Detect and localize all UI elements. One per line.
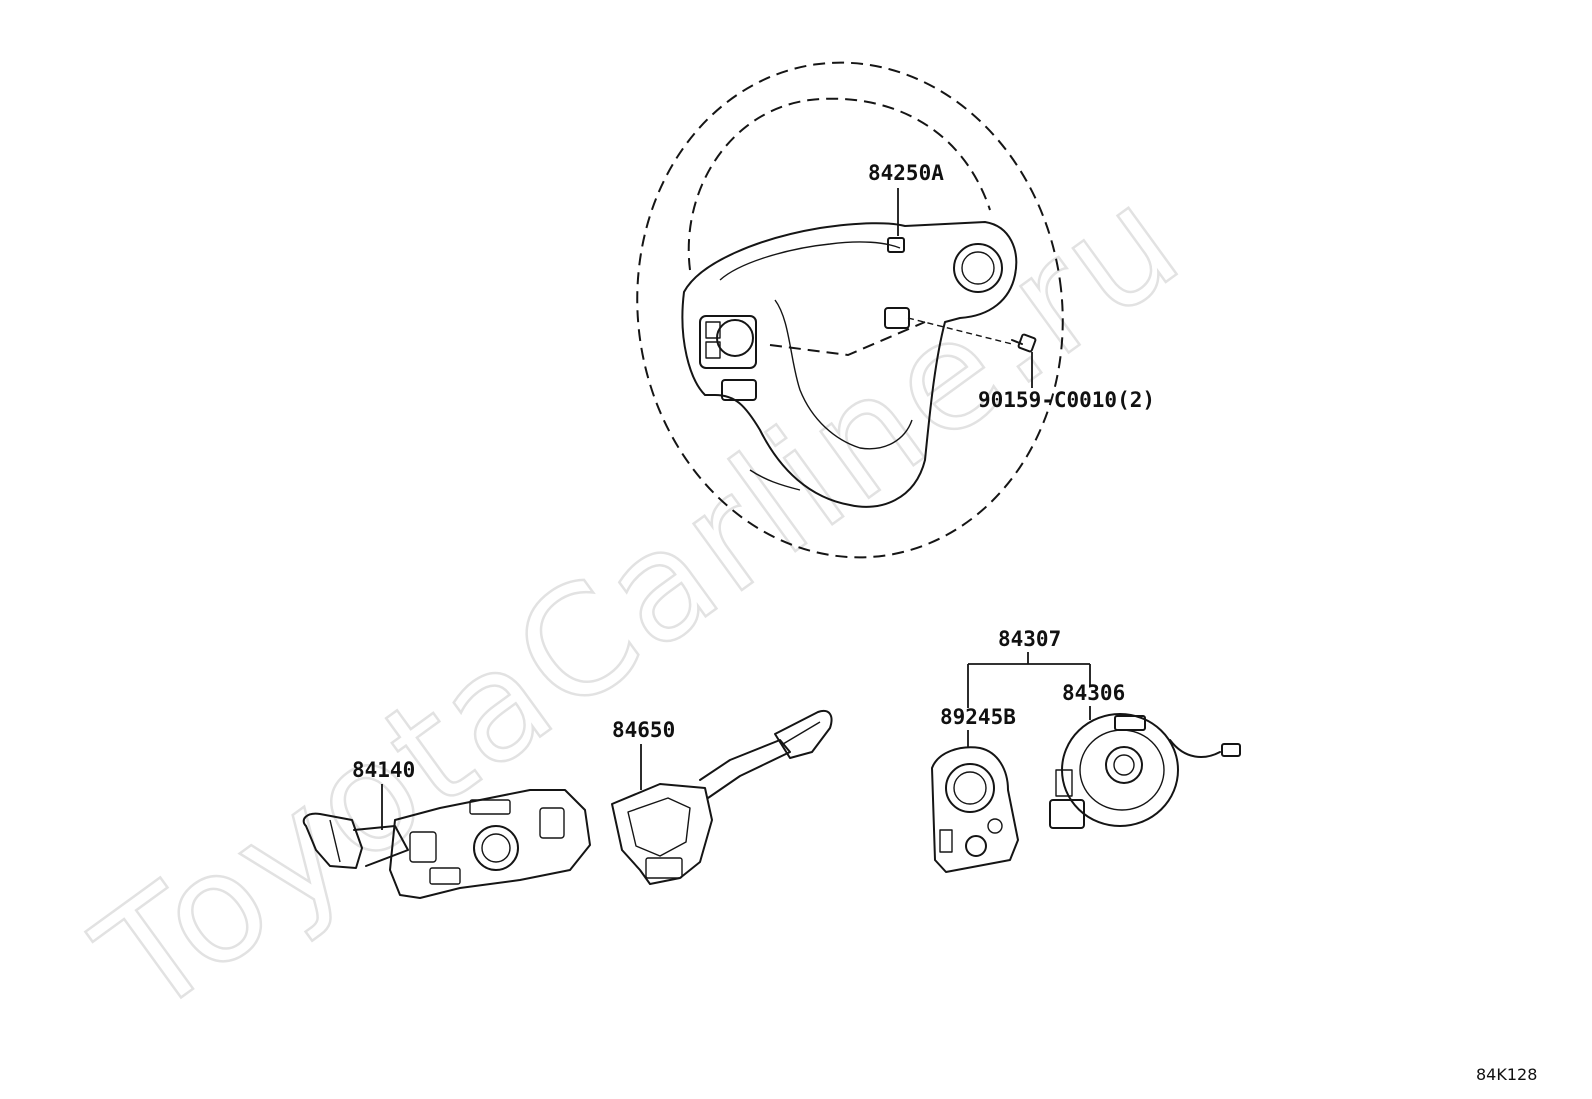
part-label-84250A: 84250A (868, 161, 944, 185)
part-label-89245B: 89245B (940, 705, 1016, 729)
steering-sensor-drawing[interactable] (931, 746, 1019, 873)
screw-drawing[interactable] (907, 317, 1037, 353)
wiper-switch-drawing[interactable] (611, 710, 833, 885)
part-label-84307: 84307 (998, 627, 1061, 651)
part-label-84650: 84650 (612, 718, 675, 742)
steering-wheel-drawing[interactable] (606, 35, 1095, 585)
headlamp-switch-drawing[interactable] (302, 789, 591, 899)
spiral-cable-drawing[interactable] (1049, 713, 1241, 829)
watermark: ToyotaCarline.ru (68, 152, 1212, 1050)
part-label-90159-C0010: 90159-C0010(2) (978, 388, 1155, 412)
diagram-reference-code: 84K128 (1476, 1065, 1537, 1084)
part-label-84306: 84306 (1062, 681, 1125, 705)
part-label-84140: 84140 (352, 758, 415, 782)
